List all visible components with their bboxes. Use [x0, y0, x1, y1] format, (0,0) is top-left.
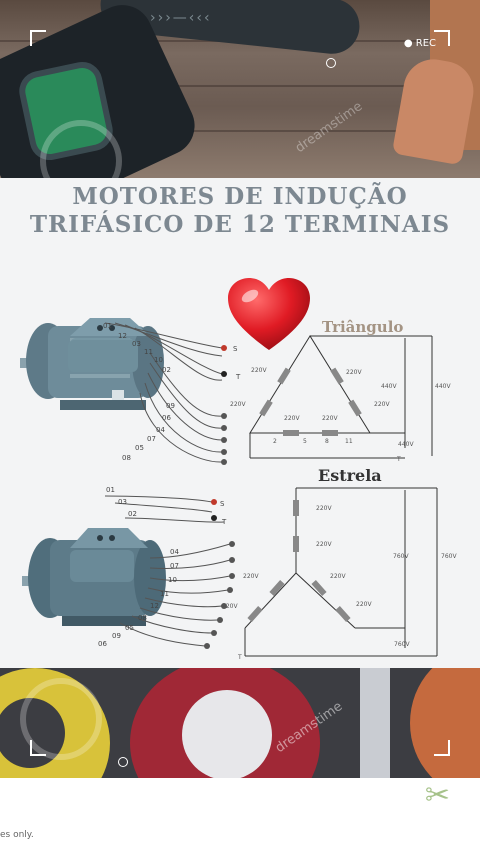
voltage-label: 220V [322, 415, 338, 422]
orange-tape-roll [410, 668, 480, 778]
wiring-diagram: 01 12 03 11 10 02 09 06 04 07 05 08 S T [20, 318, 457, 661]
voltage-label: 220V [243, 573, 259, 580]
phase-label: S [233, 345, 238, 353]
wood-grain-line [0, 85, 480, 87]
voltage-label: 220V [374, 401, 390, 408]
terminal-label: 10 [168, 576, 177, 584]
terminal-dots-top [221, 345, 227, 465]
phase-label: T [221, 518, 227, 526]
terminal-label: 06 [98, 640, 107, 648]
terminal-label: 02 [128, 510, 137, 518]
node-label: 11 [345, 438, 353, 445]
terminal-label: 12 [118, 332, 127, 340]
watermark-text: dreamstime [292, 98, 366, 157]
node-label: 5 [303, 438, 307, 445]
camera-frame-corner [434, 740, 450, 756]
phase-label: T [235, 373, 241, 381]
voltage-label: 220V [346, 369, 362, 376]
voltage-label: 760V [441, 553, 457, 560]
terminal-label: 05 [125, 624, 134, 632]
voltage-label: 220V [251, 367, 267, 374]
voltage-label: 440V [381, 383, 397, 390]
terminal-label: 07 [147, 435, 156, 443]
voltage-label: 220V [356, 601, 372, 608]
terminal-label: 09 [112, 632, 121, 640]
watermark-swirl-icon [20, 678, 102, 760]
page-title-line2: TRIFÁSICO DE 12 TERMINAIS [29, 211, 451, 238]
voltage-label: 220V [230, 401, 246, 408]
terminal-dots-bottom [204, 499, 235, 649]
terminal-label: 01 [103, 322, 112, 330]
voltage-label: 220V [316, 541, 332, 548]
terminal-label: 11 [144, 348, 153, 356]
voltage-label: 220V [316, 505, 332, 512]
wires-top [104, 322, 223, 463]
rec-label: REC [415, 38, 436, 49]
voltage-label: 440V [435, 383, 451, 390]
tape-hole [182, 690, 272, 778]
terminal-label: 07 [170, 562, 179, 570]
motor-bottom [22, 528, 166, 626]
voltage-label: 440V [398, 441, 414, 448]
triangle-title: Triângulo [322, 318, 404, 336]
infographic-panel: MOTORES DE INDUÇÃO TRIFÁSICO DE 12 TERMI… [0, 178, 480, 668]
phase-label: T [237, 654, 242, 661]
node-label: 8 [325, 438, 329, 445]
chevron-marks-icon: ›››—‹‹‹ [150, 10, 212, 26]
voltage-label: 760V [393, 553, 409, 560]
camera-frame-corner [30, 740, 46, 756]
voltage-label: 220V [222, 603, 238, 610]
terminal-label: 08 [138, 614, 147, 622]
terminal-label: 02 [162, 366, 171, 374]
voltage-label: 760V [394, 641, 410, 648]
terminal-label: 10 [154, 356, 163, 364]
wood-grain-line [0, 130, 480, 132]
terminal-label: 04 [156, 426, 165, 434]
scissors-icon: ✂ [424, 778, 450, 813]
camera-frame-corner [434, 30, 450, 46]
heart-icon[interactable] [228, 278, 310, 352]
page-title-line1: MOTORES DE INDUÇÃO [72, 183, 408, 210]
phase-label: T [396, 456, 401, 463]
node-label: 2 [273, 438, 277, 445]
terminal-label: 04 [170, 548, 179, 556]
bottom-background-photo: dreamstime [0, 668, 480, 778]
terminal-label: 06 [162, 414, 171, 422]
wires-bottom [104, 495, 231, 647]
footer: ✂ es only. [0, 778, 480, 854]
phase-label: S [220, 500, 225, 508]
metal-strip [360, 668, 390, 778]
star-coils [247, 500, 351, 622]
terminal-label: 09 [166, 402, 175, 410]
terminal-label: 05 [135, 444, 144, 452]
motor-top [20, 318, 164, 410]
terminal-label: 12 [150, 602, 159, 610]
star-title: Estrela [318, 466, 382, 485]
rec-indicator: ● REC [403, 38, 436, 49]
voltage-label: 220V [330, 573, 346, 580]
terminal-label: 08 [122, 454, 131, 462]
footer-text: es only. [0, 830, 34, 840]
voltage-label: 220V [284, 415, 300, 422]
terminal-label: 01 [106, 486, 115, 494]
triangle-circuit [249, 335, 433, 459]
camera-focus-icon [326, 58, 336, 68]
triangle-coils [259, 367, 362, 436]
watermark-swirl-icon [40, 120, 122, 178]
star-circuit [244, 487, 438, 657]
top-background-photo: ›››—‹‹‹ dreamstime [0, 0, 480, 178]
camera-focus-icon [118, 757, 128, 767]
camera-frame-corner [30, 30, 46, 46]
terminal-label: 11 [160, 590, 169, 598]
terminal-label: 03 [118, 498, 127, 506]
terminal-label: 03 [132, 340, 141, 348]
